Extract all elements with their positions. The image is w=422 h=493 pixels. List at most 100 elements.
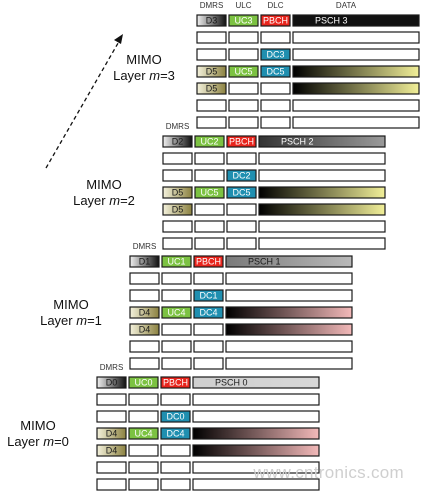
empty-cell <box>228 99 259 112</box>
pbch-cell <box>226 135 257 148</box>
dmrs-data-cell-label: D4 <box>106 429 118 439</box>
dmrs-data-cell <box>162 186 193 199</box>
pbch-cell-label: PBCH <box>163 378 188 388</box>
empty-cell <box>260 99 291 112</box>
dmrs-header-cell <box>129 255 160 268</box>
empty-cell <box>193 340 224 353</box>
layer-label-mimo: MIMO <box>126 52 161 67</box>
ulc-data-cell-label: UC5 <box>234 67 252 77</box>
column-header-dmrs: DMRS <box>100 363 124 372</box>
dmrs-data-cell <box>196 82 227 95</box>
empty-cell <box>161 340 192 353</box>
layer-label-index: Layer m=2 <box>73 193 135 208</box>
empty-cell <box>193 357 224 370</box>
empty-cell <box>194 203 225 216</box>
ulc-data-cell <box>161 306 192 319</box>
empty-cell <box>194 220 225 233</box>
data-empty-cell <box>258 169 386 182</box>
dmrs-header-cell <box>162 135 193 148</box>
empty-cell <box>196 116 227 129</box>
empty-cell <box>196 48 227 61</box>
column-header-dlc: DLC <box>267 1 283 10</box>
empty-cell <box>260 31 291 44</box>
data-empty-cell <box>292 99 420 112</box>
psch-cell <box>225 255 353 268</box>
ulc-header-cell-label: UC2 <box>200 137 218 147</box>
empty-cell <box>193 272 224 285</box>
empty-cell <box>161 289 192 302</box>
empty-cell <box>129 357 160 370</box>
dlc-data-cell <box>226 186 257 199</box>
ulc-data-cell <box>228 65 259 78</box>
ulc-data-cell-label: UC4 <box>134 429 152 439</box>
layer-label-mimo: MIMO <box>53 297 88 312</box>
ulc-header-cell-label: UC1 <box>167 257 185 267</box>
data-empty-cell <box>192 410 320 423</box>
layer-label-mimo: MIMO <box>20 418 55 433</box>
data-gradient-cell <box>258 186 386 199</box>
ulc-header-cell-label: UC3 <box>234 16 252 26</box>
data-empty-cell <box>192 393 320 406</box>
layer-label-prefix: Layer <box>7 434 43 449</box>
empty-cell <box>196 99 227 112</box>
empty-cell <box>196 31 227 44</box>
dlc-data-cell-label: DC5 <box>266 67 284 77</box>
layer-label-prefix: Layer <box>73 193 109 208</box>
dlc-data-cell <box>160 427 191 440</box>
data-empty-cell <box>225 272 353 285</box>
empty-cell <box>160 393 191 406</box>
empty-cell <box>128 444 159 457</box>
layer-label-suffix: =1 <box>87 313 102 328</box>
data-gradient-cell <box>258 203 386 216</box>
empty-cell <box>96 461 127 474</box>
dmrs-header-cell-label: D0 <box>106 378 118 388</box>
dmrs-header-cell <box>196 14 227 27</box>
layer-label-index: Layer m=0 <box>7 434 69 449</box>
dlc-data-cell-label: DC4 <box>166 429 184 439</box>
dmrs-header-cell-label: D1 <box>139 257 151 267</box>
empty-cell <box>129 340 160 353</box>
data-empty-cell <box>192 478 320 491</box>
psch-cell-label: PSCH 2 <box>281 137 314 147</box>
pbch-cell-label: PBCH <box>263 16 288 26</box>
dmrs-header-cell-label: D2 <box>172 137 184 147</box>
data-empty-cell <box>258 220 386 233</box>
dmrs-data-cell-label: D5 <box>172 188 184 198</box>
empty-cell <box>228 31 259 44</box>
layer-progression-arrow <box>45 37 122 169</box>
empty-cell <box>194 152 225 165</box>
data-empty-cell <box>292 31 420 44</box>
data-empty-cell <box>225 357 353 370</box>
empty-cell <box>260 82 291 95</box>
data-gradient-cell <box>292 65 420 78</box>
ulc-data-cell-label: UC4 <box>167 308 185 318</box>
dmrs-header-cell <box>96 376 127 389</box>
arrow-head-icon <box>114 34 123 44</box>
ulc-header-cell <box>161 255 192 268</box>
layer-label-suffix: =2 <box>120 193 135 208</box>
empty-cell <box>193 323 224 336</box>
layer-label-var: m <box>43 434 54 449</box>
ulc-header-cell <box>228 14 259 27</box>
data-empty-cell <box>258 237 386 250</box>
empty-cell <box>162 152 193 165</box>
dmrs-data-cell-label: D4 <box>139 325 151 335</box>
empty-cell <box>228 116 259 129</box>
data-empty-cell <box>292 116 420 129</box>
ulc-header-cell-label: UC0 <box>134 378 152 388</box>
data-empty-cell <box>225 289 353 302</box>
empty-cell <box>162 220 193 233</box>
empty-cell <box>129 289 160 302</box>
layer-label-index: Layer m=1 <box>40 313 102 328</box>
column-header-dmrs: DMRS <box>133 242 157 251</box>
empty-cell <box>162 237 193 250</box>
empty-cell <box>160 461 191 474</box>
empty-cell <box>226 237 257 250</box>
layer-label-var: m <box>149 68 160 83</box>
empty-cell <box>194 237 225 250</box>
empty-cell <box>160 444 191 457</box>
